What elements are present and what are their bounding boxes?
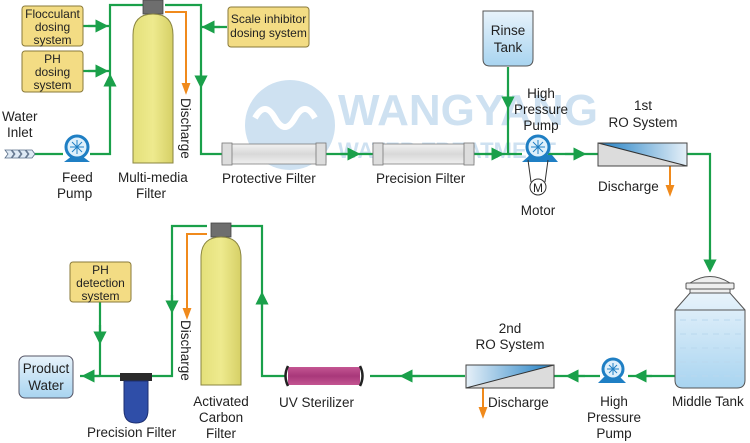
ph-detection-system: PH detection system (69, 261, 132, 303)
pump-impeller-icon (607, 363, 619, 375)
scale-inhibitor-label-1: Scale inhibitor (231, 12, 306, 26)
motor-symbol: M (533, 181, 543, 195)
hp-pump-2-label-1: High (600, 394, 628, 409)
ro1-label-1: 1st (634, 98, 652, 113)
protective-filter: Protective Filter (221, 142, 327, 186)
activated-carbon-filter: Activated Carbon Filter Discharge (178, 222, 249, 441)
ro1-discharge-label: Discharge (598, 179, 659, 194)
ph-dosing-system: PH dosing system (21, 50, 84, 93)
rinse-tank-label-1: Rinse (491, 23, 526, 38)
ro2-label-1: 2nd (499, 321, 522, 336)
water-inlet: Water Inlet (2, 109, 38, 159)
middle-tank: Middle Tank (672, 276, 746, 409)
scale-inhibitor-label-2: dosing system (230, 26, 307, 40)
inlet-chevrons-icon (4, 149, 36, 159)
water-inlet-label-1: Water (2, 109, 38, 124)
uv-sterilizer-label: UV Sterilizer (279, 395, 355, 410)
motor-icon (529, 178, 547, 196)
pipes (34, 3, 717, 383)
hp-pump-1-label-1: High (527, 86, 555, 101)
carbon-discharge-label: Discharge (178, 320, 193, 381)
watermark-brand: WANGYANG (338, 86, 598, 135)
precision-filter-bottom: Precision Filter (87, 373, 177, 440)
uv-sterilizer: UV Sterilizer (279, 365, 364, 410)
flocculant-label-3: system (33, 33, 71, 47)
multimedia-filter: Multi-media Filter Discharge (118, 0, 193, 201)
hp-pump-2-label-2: Pressure (587, 410, 641, 425)
hp-pump-1-label-3: Pump (523, 118, 558, 133)
product-water-label-1: Product (23, 361, 70, 376)
rinse-tank: Rinse Tank (482, 10, 534, 67)
discharge-lines (165, 11, 675, 419)
feed-pump-label-2: Pump (57, 186, 92, 201)
ph-dosing-label-3: system (33, 78, 71, 92)
hp-pump-2-label-3: Pump (596, 426, 631, 441)
protective-filter-label: Protective Filter (222, 171, 316, 186)
ro1-label-2: RO System (608, 115, 677, 130)
multimedia-filter-label-1: Multi-media (118, 170, 188, 185)
ro2-discharge-label: Discharge (488, 395, 549, 410)
ph-dosing-label-2: dosing (35, 65, 70, 79)
ro-system-2: 2nd RO System Discharge (465, 321, 555, 410)
high-pressure-pump-1: High Pressure Pump M Motor (514, 86, 568, 218)
multimedia-filter-label-2: Filter (136, 186, 167, 201)
pump-impeller-icon (531, 140, 545, 154)
ph-detection-label-2: detection (76, 276, 125, 290)
flocculant-dosing-system: Flocculant dosing system (21, 5, 84, 47)
carbon-filter-label-2: Carbon (199, 410, 243, 425)
ro-system-1: 1st RO System Discharge (597, 98, 688, 194)
motor-label: Motor (521, 203, 556, 218)
ph-dosing-label-1: PH (44, 52, 61, 66)
ro2-label-2: RO System (475, 337, 544, 352)
rinse-tank-label-2: Tank (494, 40, 523, 55)
multimedia-discharge-label: Discharge (178, 98, 193, 159)
precision-filter-bottom-label: Precision Filter (87, 425, 177, 440)
precision-filter-top-label: Precision Filter (376, 171, 466, 186)
feed-pump: Feed Pump (57, 134, 93, 201)
water-inlet-label-2: Inlet (7, 125, 33, 140)
precision-filter-top: Precision Filter (372, 142, 475, 186)
hp-pump-1-label-2: Pressure (514, 102, 568, 117)
scale-inhibitor-dosing-system: Scale inhibitor dosing system (227, 6, 310, 48)
pump-impeller-icon (70, 140, 84, 154)
feed-pump-label-1: Feed (62, 170, 93, 185)
ph-detection-label-3: system (81, 289, 119, 303)
product-water-label-2: Water (28, 378, 64, 393)
carbon-filter-label-3: Filter (206, 426, 237, 441)
middle-tank-label: Middle Tank (672, 394, 744, 409)
flocculant-label-1: Flocculant (25, 7, 80, 21)
product-water: Product Water (18, 355, 74, 399)
high-pressure-pump-2: High Pressure Pump (587, 357, 641, 441)
carbon-filter-label-1: Activated (193, 394, 249, 409)
flocculant-label-2: dosing (35, 20, 70, 34)
ph-detection-label-1: PH (92, 263, 109, 277)
